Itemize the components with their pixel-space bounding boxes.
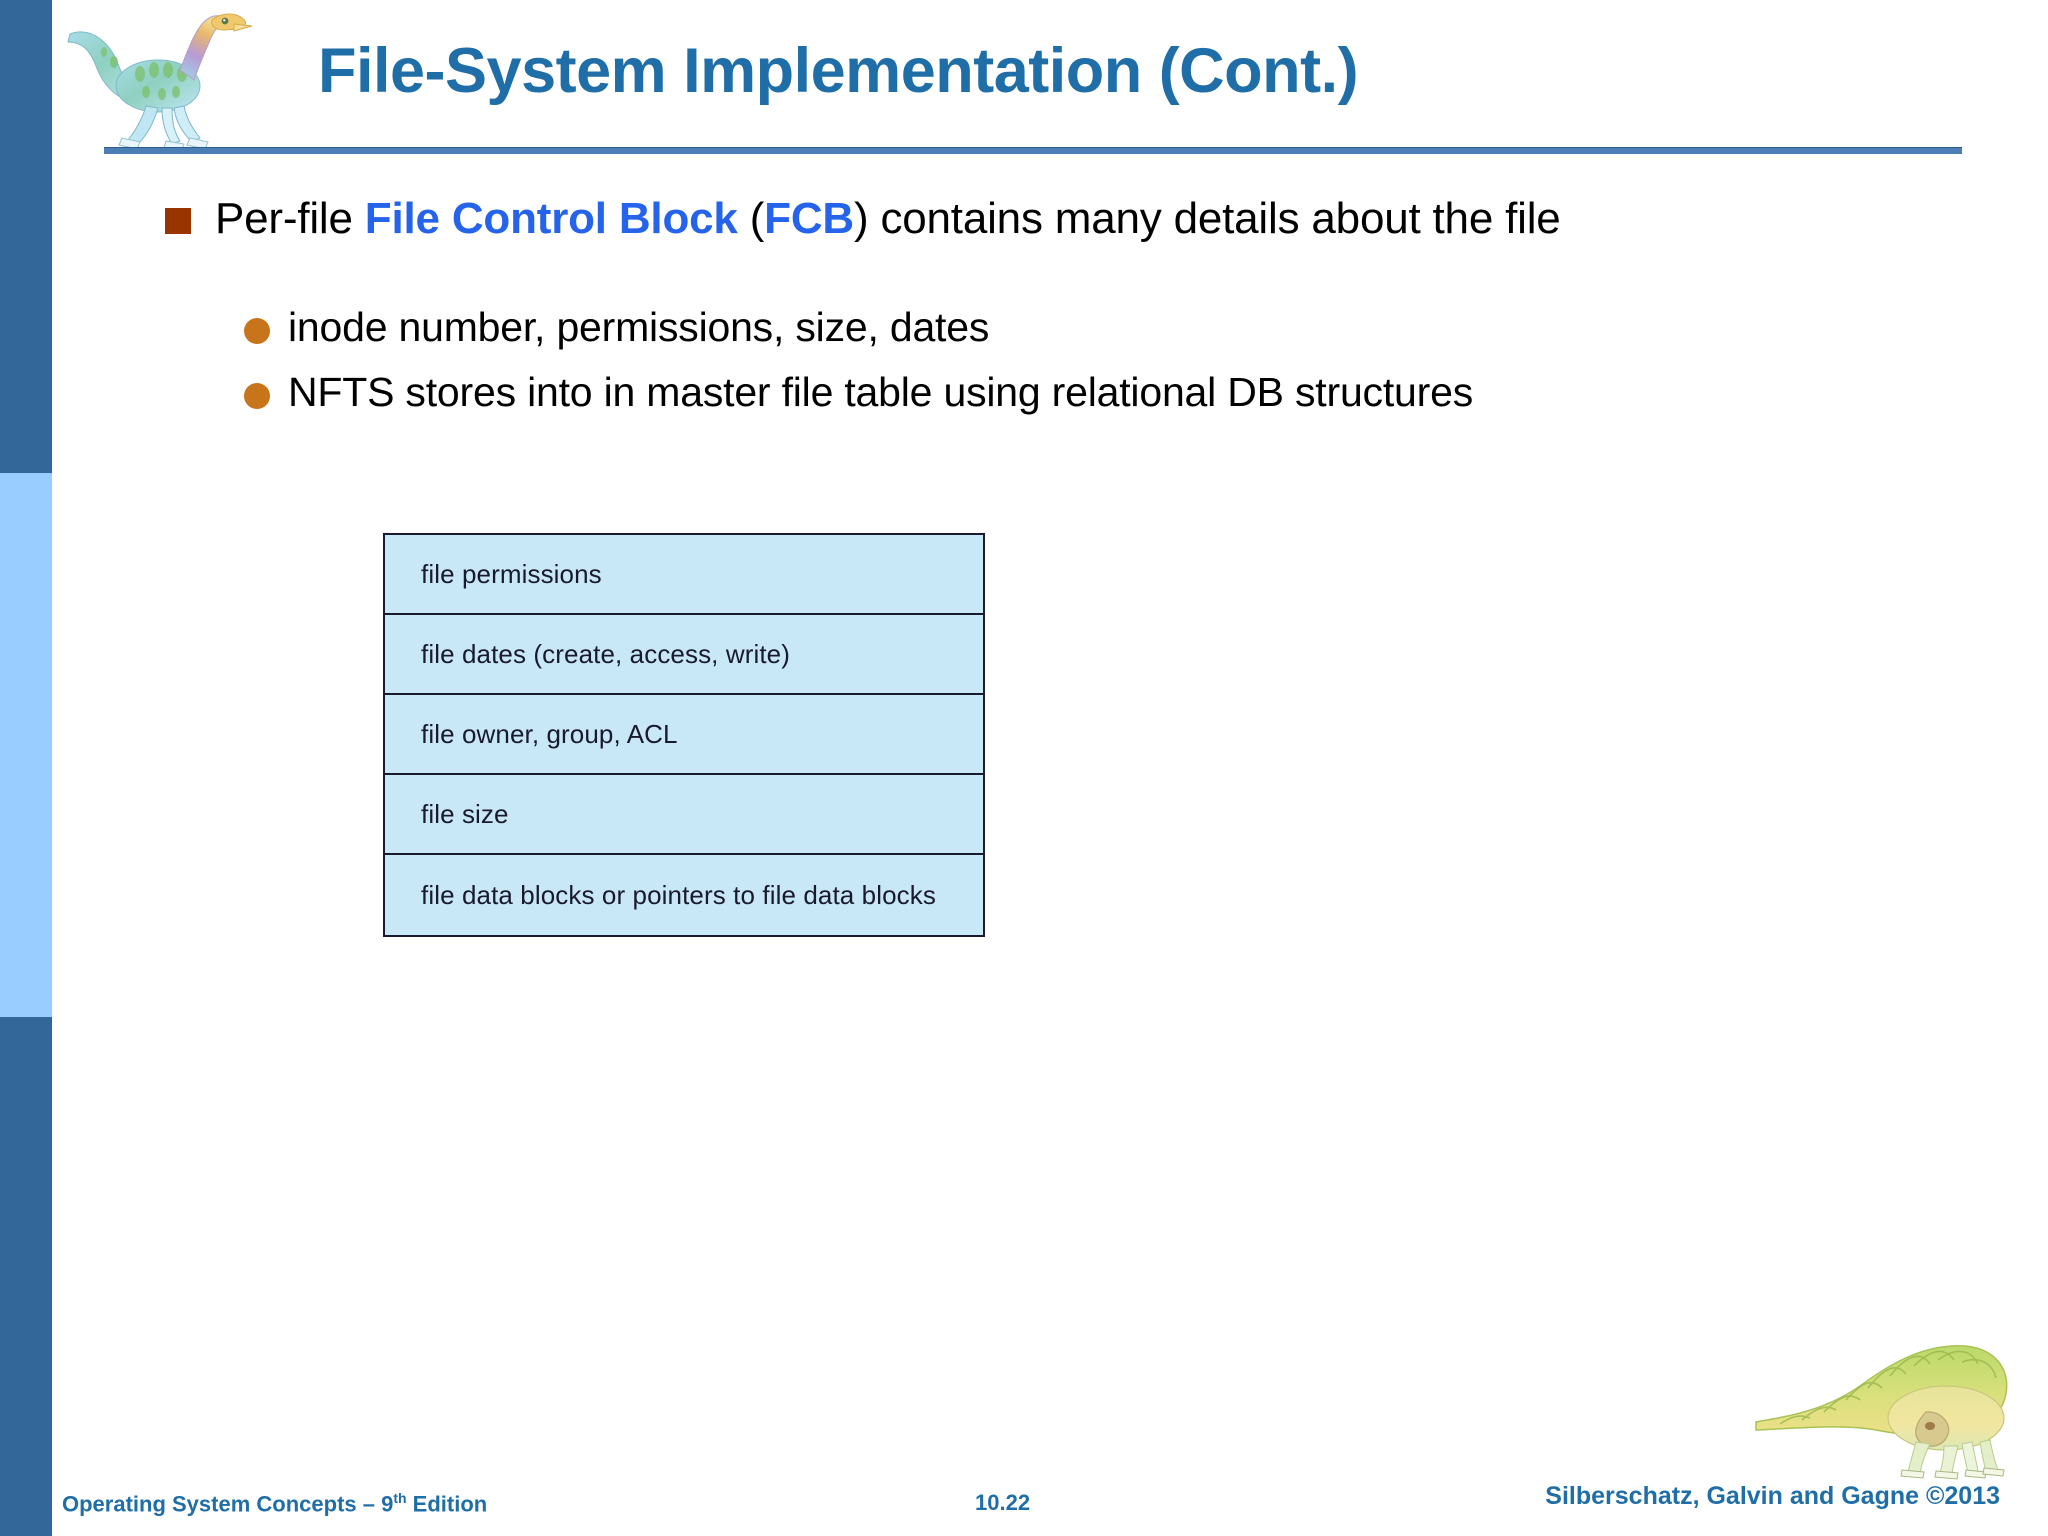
fcb-row-data-blocks: file data blocks or pointers to file dat… <box>421 879 936 910</box>
footer-copyright: Silberschatz, Galvin and Gagne ©2013 <box>1545 1482 2000 1510</box>
footer-edition-ordinal: th <box>393 1490 407 1506</box>
fcb-row-dates: file dates (create, access, write) <box>385 615 983 695</box>
dimetrodon-icon <box>1740 1330 2030 1480</box>
bullet-part-1: File Control Block <box>364 194 738 243</box>
file-control-block-diagram: file permissions file dates (create, acc… <box>383 533 985 937</box>
round-bullet-icon <box>244 383 270 409</box>
dinosaur-icon <box>62 8 262 152</box>
round-bullet-icon <box>244 318 270 344</box>
bullet-part-3: FCB <box>764 194 854 243</box>
fcb-row-owner: file owner, group, ACL <box>385 695 983 775</box>
sidebar-stripe-top <box>0 0 52 473</box>
fcb-row-permissions: file permissions <box>385 535 983 615</box>
bullet-item-fcb: Per-file File Control Block (FCB) contai… <box>165 192 1775 246</box>
footer-edition-prefix: Operating System Concepts – 9 <box>62 1491 394 1517</box>
sidebar-stripes <box>0 0 52 1536</box>
bullet-text-fcb: Per-file File Control Block (FCB) contai… <box>215 192 1775 246</box>
square-bullet-icon <box>165 208 191 234</box>
sub-bullet-text-inode: inode number, permissions, size, dates <box>288 304 990 350</box>
page-title: File-System Implementation (Cont.) <box>318 36 1359 106</box>
bullet-part-4: ) contains many details about the file <box>853 194 1561 243</box>
bullet-part-0: Per-file <box>215 194 365 243</box>
sub-bullet-item-inode: inode number, permissions, size, dates <box>244 302 1788 352</box>
footer-page-number: 10.22 <box>975 1490 1031 1515</box>
title-divider <box>104 147 1962 154</box>
footer-edition-suffix: Edition <box>406 1491 488 1517</box>
footer-edition: Operating System Concepts – 9th Edition <box>62 1490 487 1517</box>
bullet-part-2: ( <box>737 194 765 243</box>
sidebar-stripe-bottom <box>0 1017 52 1536</box>
fcb-row-size: file size <box>385 775 983 855</box>
sub-bullet-text-ntfs: NFTS stores into in master file table us… <box>288 369 1473 415</box>
sidebar-stripe-middle <box>0 473 52 1017</box>
sub-bullet-item-ntfs: NFTS stores into in master file table us… <box>244 367 1788 417</box>
